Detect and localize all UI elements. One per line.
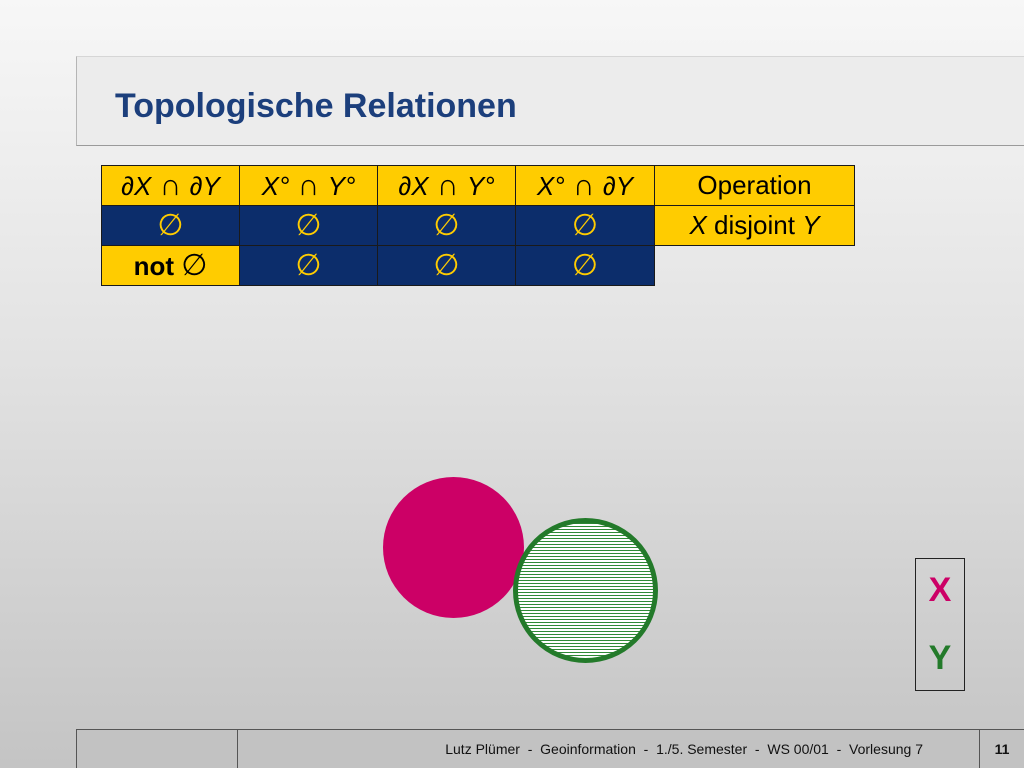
header-interior-boundary: X° ∩ ∂Y (515, 165, 655, 206)
table-header-row: ∂X ∩ ∂Y X° ∩ Y° ∂X ∩ Y° X° ∩ ∂Y Operatio… (101, 165, 855, 206)
page-number: 11 (994, 741, 1010, 757)
slide-title: Topologische Relationen (115, 87, 517, 125)
header-operation: Operation (654, 165, 855, 206)
title-bar: Topologische Relationen (76, 56, 1024, 146)
empty-set-cell: ∅ (377, 245, 516, 286)
region-y-circle (513, 518, 658, 663)
operation-disjoint: X disjoint Y (654, 205, 855, 246)
footer-segment-middle: Lutz Plümer - Geoinformation - 1./5. Sem… (238, 730, 980, 768)
empty-set-cell: ∅ (377, 205, 516, 246)
legend-box: X Y (915, 558, 965, 691)
empty-set-cell: ∅ (239, 245, 378, 286)
legend-x-label: X (928, 571, 952, 609)
footer-text: Lutz Plümer - Geoinformation - 1./5. Sem… (445, 741, 923, 757)
footer-segment-left (76, 730, 238, 768)
empty-set-cell: ∅ (101, 205, 240, 246)
footer-segment-page: 11 (980, 730, 1024, 768)
empty-cell (655, 246, 855, 286)
region-x-circle (383, 477, 524, 618)
table-row: not ∅ ∅ ∅ ∅ (101, 245, 855, 286)
footer-bar: Lutz Plümer - Geoinformation - 1./5. Sem… (76, 729, 1024, 768)
empty-set-cell: ∅ (515, 205, 655, 246)
header-interior-interior: X° ∩ Y° (239, 165, 378, 206)
header-boundary-boundary: ∂X ∩ ∂Y (101, 165, 240, 206)
not-empty-set-cell: not ∅ (101, 245, 240, 286)
legend-y-label: Y (928, 639, 952, 677)
table-row: ∅ ∅ ∅ ∅ X disjoint Y (101, 205, 855, 246)
empty-set-cell: ∅ (239, 205, 378, 246)
header-boundary-interior: ∂X ∩ Y° (377, 165, 516, 206)
empty-set-cell: ∅ (515, 245, 655, 286)
relation-table: ∂X ∩ ∂Y X° ∩ Y° ∂X ∩ Y° X° ∩ ∂Y Operatio… (101, 165, 855, 286)
